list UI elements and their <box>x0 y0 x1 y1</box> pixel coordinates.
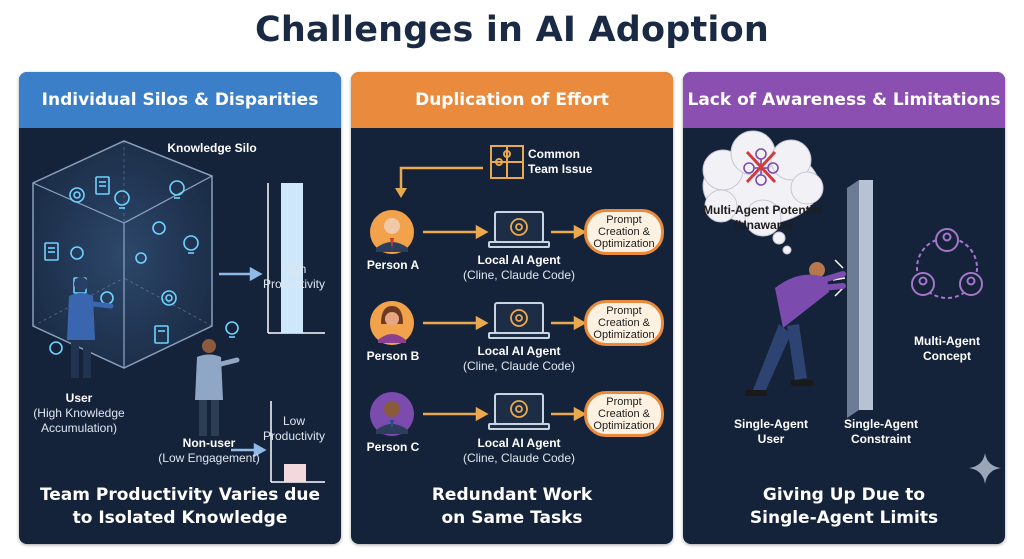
panel-footer: Redundant Work on Same Tasks <box>431 485 593 528</box>
arrow-icon <box>399 166 483 190</box>
nonuser-label: Non-user (Low Engagement) <box>158 436 260 465</box>
single-agent-constraint-label: Single-Agent Constraint <box>844 417 918 446</box>
duplication-illustration <box>370 145 587 436</box>
laptop-icon <box>488 211 550 430</box>
wall-constraint <box>847 180 873 418</box>
panel-footer: Giving Up Due to Single-Agent Limits <box>749 485 939 528</box>
gear-icon <box>49 187 177 355</box>
panel-header: Lack of Awareness & Limitations <box>683 72 1005 128</box>
impact-icon <box>832 259 846 297</box>
knowledge-silo-illustration <box>32 140 325 483</box>
prompt-bubble-c: Prompt Creation & Optimization <box>584 391 664 437</box>
page-title: Challenges in AI Adoption <box>254 10 769 50</box>
high-productivity-label: High Productivity <box>262 262 326 291</box>
multi-agent-concept-icon <box>911 228 983 299</box>
arrow-icon <box>219 266 267 458</box>
high-productivity-chart <box>267 183 325 334</box>
sparkle-icon <box>969 453 1001 484</box>
ai-logo-icon <box>510 218 528 418</box>
avatar-person-a <box>370 210 414 254</box>
arrow-icon <box>423 224 587 422</box>
panel-header: Duplication of Effort <box>351 72 673 128</box>
panel-duplication: Duplication of Effort <box>351 72 673 544</box>
agent-label-c: Local AI Agent (Cline, Claude Code) <box>462 436 576 465</box>
low-productivity-label: Low Productivity <box>262 414 326 443</box>
agent-label-a: Local AI Agent (Cline, Claude Code) <box>462 253 576 282</box>
cube-shape <box>32 140 213 369</box>
nonuser-figure <box>195 339 240 436</box>
common-issue-label: Common Team Issue <box>528 147 593 176</box>
multi-agent-potential-label: Multi-Agent Potential (Unaware) <box>703 203 823 232</box>
person-b-label: Person B <box>366 349 420 363</box>
panel-footer: Team Productivity Varies due to Isolated… <box>39 485 321 528</box>
prompt-bubble-b: Prompt Creation & Optimization <box>584 300 664 346</box>
person-a-label: Person A <box>366 258 420 272</box>
panel-header: Individual Silos & Disparities <box>19 72 341 128</box>
panel-awareness: Lack of Awareness & Limitations <box>683 72 1005 544</box>
awareness-illustration <box>702 130 1001 484</box>
agent-label-b: Local AI Agent (Cline, Claude Code) <box>462 344 576 373</box>
avatar-person-b <box>370 301 414 345</box>
thought-cloud <box>702 130 824 255</box>
user-label: User (High Knowledge Accumulation) <box>33 391 125 435</box>
knowledge-silo-label: Knowledge Silo <box>167 141 257 155</box>
prompt-bubble-a: Prompt Creation & Optimization <box>584 209 664 255</box>
network-crossed-icon <box>743 148 779 186</box>
low-productivity-chart <box>270 401 325 483</box>
person-c-label: Person C <box>366 440 420 454</box>
avatar-person-c <box>370 392 414 436</box>
single-agent-user-figure <box>745 262 846 396</box>
panel-individual-silos: Individual Silos & Disparities <box>19 72 341 544</box>
lightbulb-icon <box>70 180 239 338</box>
multi-agent-concept-label: Multi-Agent Concept <box>914 334 980 363</box>
puzzle-icon <box>490 145 524 179</box>
user-figure <box>67 277 114 378</box>
single-agent-user-label: Single-Agent User <box>734 417 808 446</box>
person-rows <box>370 210 414 436</box>
